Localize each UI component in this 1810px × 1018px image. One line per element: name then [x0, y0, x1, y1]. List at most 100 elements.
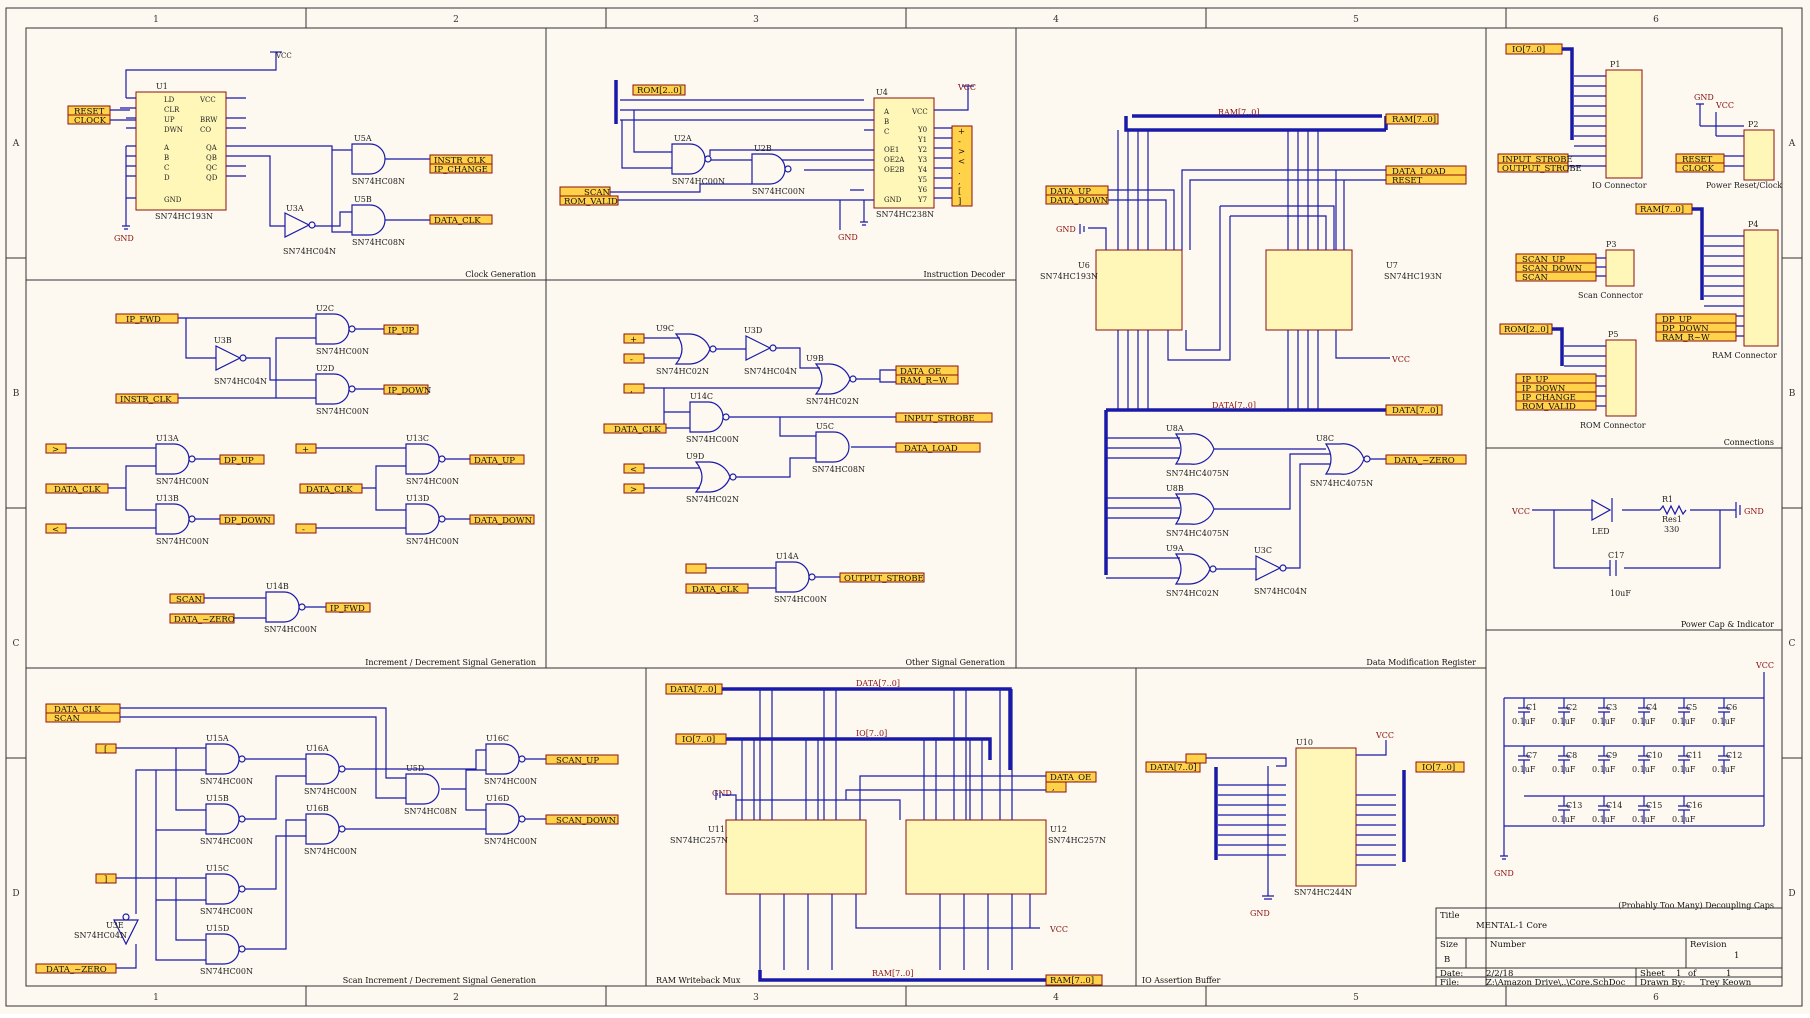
u9b-ref: U9B — [806, 354, 824, 363]
port-comma-2 — [1045, 781, 1067, 793]
section-title-instr: Instruction Decoder — [924, 270, 1006, 279]
op-gt: > — [958, 147, 965, 157]
u9a-part: SN74HC02N — [1166, 589, 1219, 598]
tb-drawn-label: Drawn By: — [1640, 978, 1685, 988]
tb-title-label: Title — [1440, 911, 1460, 921]
u7-vcc: VCC — [1391, 355, 1410, 364]
tb-sheet-label: Sheet — [1640, 969, 1665, 979]
decoupling-capacitor: C50.1uF — [1672, 698, 1697, 726]
u15a-ref: U15A — [206, 734, 229, 743]
port-comma-1-label: , — [630, 385, 633, 395]
section-title-decoupling: (Probably Too Many) Decoupling Caps — [1618, 901, 1774, 910]
resistor-icon — [1659, 504, 1687, 516]
u16a-ref: U16A — [306, 744, 329, 753]
svg-text:Y0: Y0 — [917, 126, 927, 134]
tb-drawn: Trey Keown — [1700, 978, 1752, 988]
sheet-frame: 1 2 3 4 5 6 1 2 3 4 5 6 A B C D A B C D — [5, 7, 1803, 1007]
ram-bus-label: RAM[7..0] — [1218, 108, 1260, 117]
svg-text:BRW: BRW — [200, 116, 218, 124]
port-data-zero-3-label: DATA_~ZERO — [46, 965, 107, 975]
data-bus-2-label: DATA[7..0] — [856, 679, 900, 688]
u5b-part: SN74HC08N — [352, 238, 405, 247]
p2-ref: P2 — [1748, 120, 1758, 129]
port-ip-fwd-2-label: IP_FWD — [330, 604, 365, 614]
tb-of: of — [1688, 969, 1697, 979]
col-label: 3 — [753, 15, 759, 25]
tb-revision-label: Revision — [1690, 940, 1727, 950]
u10-ref: U10 — [1296, 738, 1313, 747]
cap-ref: C8 — [1566, 751, 1577, 760]
p2-vcc: VCC — [1715, 101, 1734, 110]
col-label: 4 — [1053, 993, 1059, 1003]
tb-date: 2/2/18 — [1486, 969, 1513, 979]
port-dp-up-2-label: DP_UP — [1662, 315, 1692, 325]
u11-part: SN74HC257N — [670, 836, 728, 845]
scan-incdec: DATA_CLK SCAN [ ] DATA_~ZERO U15A SN74HC… — [35, 703, 619, 976]
connector-p1 — [1605, 69, 1643, 179]
port-rom-valid-2 — [1515, 400, 1597, 411]
port-data-clk-3-label: DATA_CLK — [306, 485, 353, 495]
port-data70 — [1385, 404, 1443, 416]
port-ram70-2-label: RAM[7..0] — [1050, 976, 1094, 986]
svg-text:CLR: CLR — [164, 106, 180, 114]
gate-u5c — [815, 431, 850, 463]
gate-u14b — [265, 591, 300, 623]
p1-ref: P1 — [1610, 60, 1620, 69]
svg-text:OE1: OE1 — [884, 146, 899, 154]
u15c-ref: U15C — [206, 864, 229, 873]
port-scan-down — [545, 814, 619, 825]
port-instr-clk-2-label: INSTR_CLK — [120, 395, 172, 405]
tb-file: Z:\Amazon Drive\..\Core.SchDoc — [1486, 978, 1626, 988]
u10-vcc: VCC — [1375, 731, 1394, 740]
gnd-symbol — [122, 225, 130, 230]
row-label: D — [12, 889, 19, 899]
gate-u5d — [405, 773, 440, 805]
svg-text:Y4: Y4 — [917, 166, 928, 174]
chip-u6 — [1095, 249, 1183, 331]
op-comma: , — [958, 177, 961, 187]
u2c-part: SN74HC00N — [316, 347, 369, 356]
cap-ref: C10 — [1646, 751, 1662, 760]
row-label: A — [1788, 139, 1796, 149]
p3-ref: P3 — [1606, 240, 1616, 249]
port-scan-up-label: SCAN_UP — [556, 756, 599, 766]
svg-text:GND: GND — [164, 196, 182, 204]
u4-part: SN74HC238N — [876, 210, 934, 219]
u9b-part: SN74HC02N — [806, 397, 859, 406]
u2b-part: SN74HC00N — [752, 187, 805, 196]
section-dividers — [26, 28, 1782, 986]
port-dp-up-label: DP_UP — [224, 456, 254, 466]
section-title-connections: Connections — [1724, 438, 1774, 447]
u3c-part: SN74HC04N — [1254, 587, 1307, 596]
u13a-part: SN74HC00N — [156, 477, 209, 486]
cap-ref: C7 — [1526, 751, 1537, 760]
port-io70-2 — [1415, 761, 1465, 773]
u9d-part: SN74HC02N — [686, 495, 739, 504]
c17-ref: C17 — [1608, 551, 1624, 560]
gate-u13a — [155, 443, 190, 475]
port-clock-2 — [1675, 162, 1725, 173]
svg-text:OE2A: OE2A — [884, 156, 905, 164]
row-label: C — [1789, 639, 1796, 649]
svg-text:QC: QC — [206, 164, 217, 172]
u1-gnd: GND — [114, 234, 134, 243]
decoupling-capacitor: C20.1uF — [1552, 698, 1577, 726]
cap-value: 0.1uF — [1512, 717, 1536, 726]
u14b-part: SN74HC00N — [264, 625, 317, 634]
io-assertion-buffer: DATA[7..0] GND U10 SN74HC244N VCC IO[7..… — [1145, 731, 1465, 918]
svg-text:B: B — [164, 154, 169, 162]
gate-u2c — [315, 313, 350, 345]
led-gnd: GND — [1744, 507, 1764, 516]
decoupling-capacitor: C40.1uF — [1632, 698, 1657, 726]
svg-text:OE2B: OE2B — [884, 166, 904, 174]
port-scan-4-label: SCAN — [1522, 273, 1548, 283]
gate-u8c — [1324, 443, 1365, 475]
c17-value: 10uF — [1610, 589, 1631, 598]
u3b-part: SN74HC04N — [214, 377, 267, 386]
svg-text:QB: QB — [206, 154, 217, 162]
led-label: LED — [1592, 527, 1610, 536]
u14c-ref: U14C — [690, 392, 713, 401]
port-ip-change-label: IP_CHANGE — [434, 165, 488, 175]
